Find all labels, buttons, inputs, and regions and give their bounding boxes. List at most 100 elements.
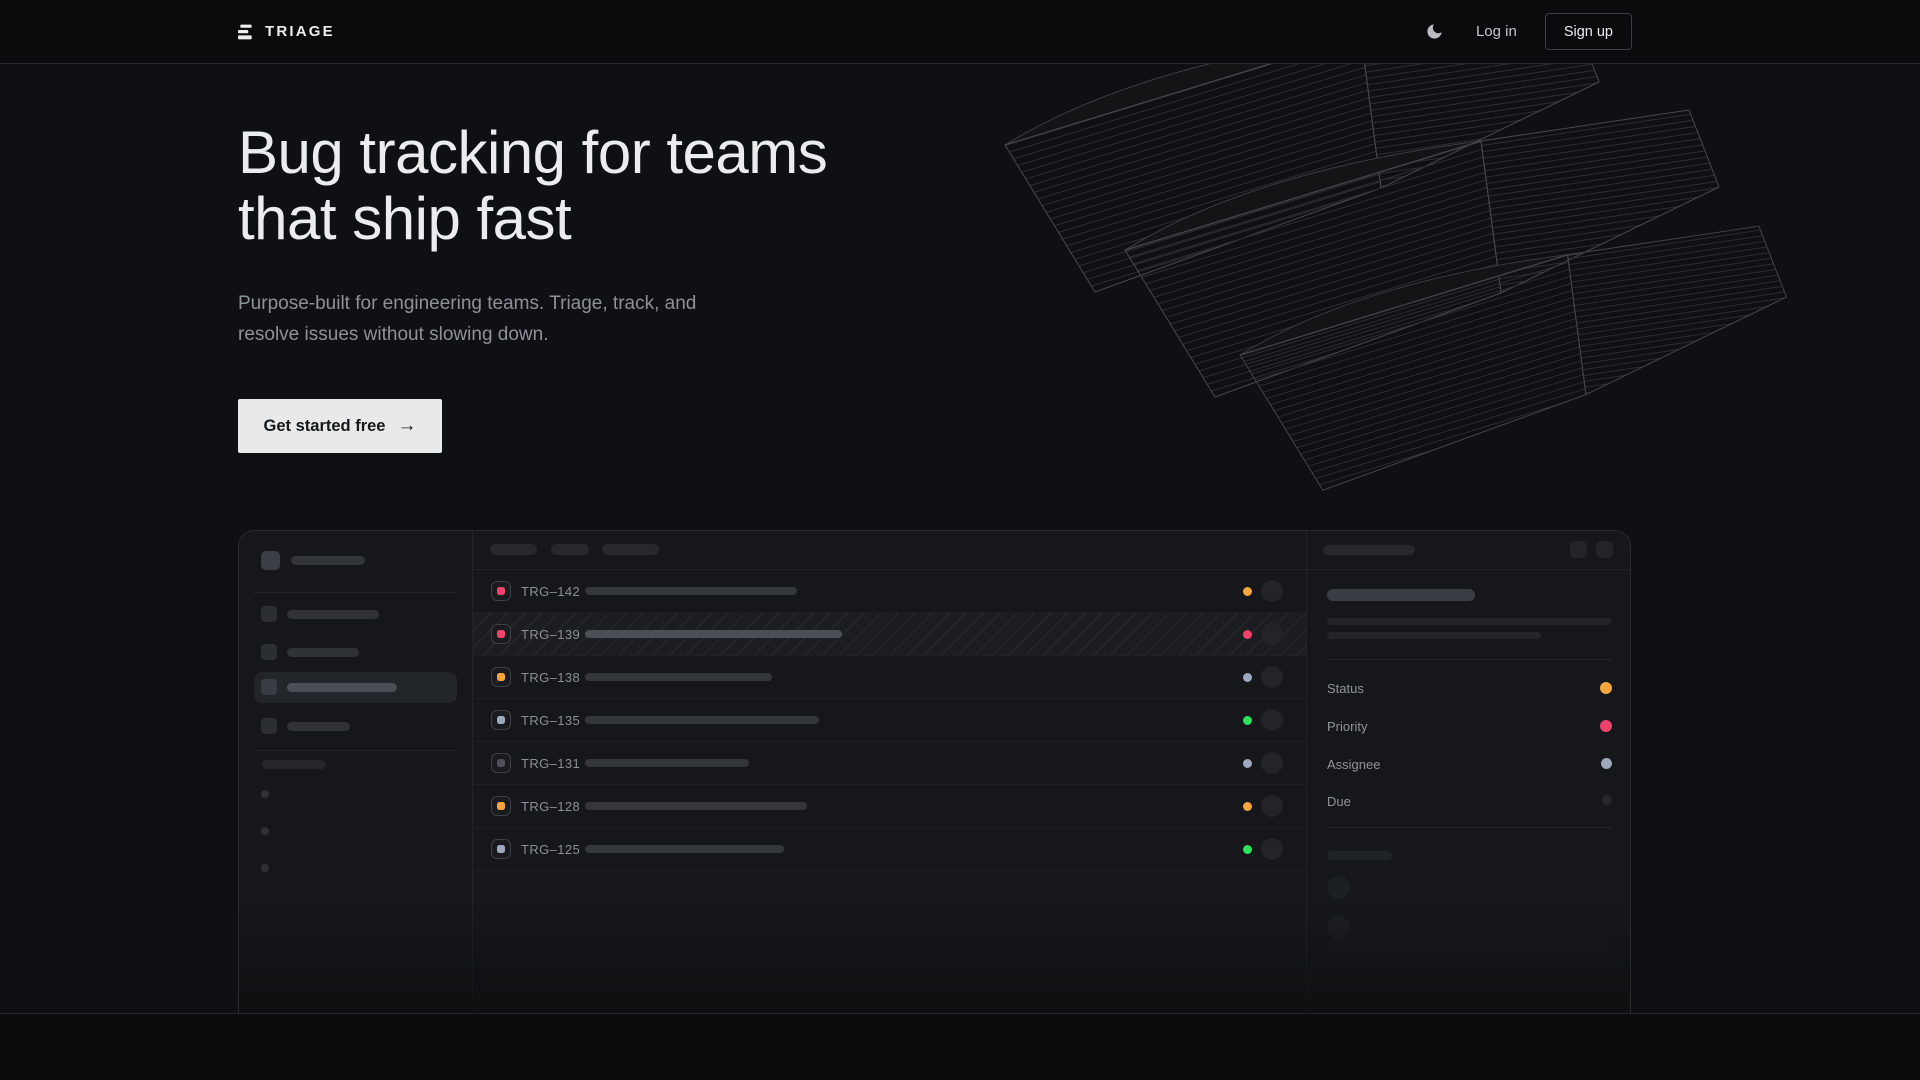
issue-list-header [473, 531, 1306, 570]
panel-divider [1327, 659, 1612, 660]
status-dot [1243, 586, 1252, 596]
sidebar-item-4[interactable] [239, 711, 472, 742]
priority-value-dot[interactable] [1600, 720, 1612, 732]
issue-row[interactable]: TRG–139 [473, 613, 1306, 656]
issue-id: TRG–135 [521, 713, 581, 728]
assignee-avatar [1261, 752, 1283, 774]
issue-id: TRG–125 [521, 842, 581, 857]
activity-avatar [1327, 876, 1350, 899]
issue-title-placeholder [1327, 589, 1475, 601]
assignee-avatar [1261, 838, 1283, 860]
sidebar-divider [254, 592, 456, 593]
app-mockup-card: TRG–142 TRG–139 TRG–138 TR [238, 530, 1631, 1013]
issue-title-placeholder [585, 759, 749, 767]
moon-icon [1427, 24, 1442, 39]
sidebar-divider [254, 750, 456, 751]
sidebar-item-3-icon [261, 679, 277, 695]
assignee-avatar [1261, 666, 1283, 688]
sidebar-item-4-label-placeholder [287, 722, 350, 731]
status-dot [1243, 629, 1252, 639]
sidebar-section-label-placeholder [262, 760, 326, 769]
list-tab-placeholder-2[interactable] [551, 544, 589, 555]
issue-list: TRG–142 TRG–139 TRG–138 TR [473, 531, 1307, 1013]
issue-id: TRG–142 [521, 584, 581, 599]
issue-type-badge [491, 624, 511, 644]
sidebar-bullet [261, 790, 269, 798]
sidebar-item-3-active[interactable] [254, 672, 457, 703]
panel-action-button-1[interactable] [1570, 541, 1587, 558]
status-value-dot[interactable] [1600, 682, 1612, 694]
status-dot [1243, 758, 1252, 768]
issue-row[interactable]: TRG–131 [473, 742, 1306, 785]
triage-bars-icon [238, 24, 252, 39]
sidebar-item-1[interactable] [239, 599, 472, 630]
issue-type-badge [491, 796, 511, 816]
issue-description-placeholder [1327, 618, 1612, 625]
issue-row[interactable]: TRG–142 [473, 570, 1306, 613]
assignee-avatar [1261, 709, 1283, 731]
issue-title-placeholder [585, 673, 772, 681]
issue-title-placeholder [585, 716, 819, 724]
issue-description-placeholder [1327, 632, 1541, 639]
issue-type-badge [491, 667, 511, 687]
hero-title: Bug tracking for teams that ship fast [238, 120, 828, 252]
issue-type-badge [491, 839, 511, 859]
brand-name: TRIAGE [265, 23, 335, 40]
assignee-avatar [1261, 795, 1283, 817]
top-nav: TRIAGE Log in Sign up [0, 0, 1920, 64]
detail-panel-header [1307, 531, 1630, 570]
login-link[interactable]: Log in [1475, 23, 1517, 40]
issue-title-placeholder [585, 845, 784, 853]
issue-type-badge [491, 710, 511, 730]
hero-title-line2: that ship fast [238, 185, 572, 252]
status-dot [1243, 715, 1252, 725]
mockup-sidebar [239, 531, 473, 1013]
sidebar-item-1-icon [261, 606, 277, 622]
sidebar-bullet [261, 864, 269, 872]
theme-toggle-button[interactable] [1421, 18, 1448, 45]
workspace-name-placeholder [291, 556, 365, 565]
hero-subtitle: Purpose-built for engineering teams. Tri… [238, 288, 696, 350]
issue-row[interactable]: TRG–128 [473, 785, 1306, 828]
issue-id: TRG–139 [521, 627, 581, 642]
signup-button[interactable]: Sign up [1544, 13, 1632, 50]
workspace-icon[interactable] [261, 551, 280, 570]
sidebar-item-4-icon [261, 718, 277, 734]
nav-actions: Log in Sign up [1421, 13, 1632, 50]
status-dot [1243, 801, 1252, 811]
panel-action-button-2[interactable] [1596, 541, 1613, 558]
status-dot [1243, 672, 1252, 682]
hero-subtitle-line1: Purpose-built for engineering teams. Tri… [238, 293, 697, 314]
issue-id: TRG–131 [521, 756, 581, 771]
issue-row[interactable]: TRG–138 [473, 656, 1306, 699]
assignee-avatar [1261, 623, 1283, 645]
assignee-value-dot[interactable] [1601, 758, 1612, 769]
list-tab-placeholder-3[interactable] [602, 544, 659, 555]
due-value-dot[interactable] [1602, 795, 1612, 805]
issue-row[interactable]: TRG–125 [473, 828, 1306, 871]
activity-line-placeholder [1327, 939, 1612, 947]
issue-row[interactable]: TRG–135 [473, 699, 1306, 742]
hero-subtitle-line2: resolve issues without slowing down. [238, 324, 549, 345]
status-dot [1243, 844, 1252, 854]
sidebar-bullet [261, 827, 269, 835]
footer-band [0, 1013, 1920, 1080]
panel-divider [1327, 827, 1612, 828]
issue-title-placeholder [585, 587, 797, 595]
issue-title-placeholder [585, 630, 842, 638]
brand-logo[interactable]: TRIAGE [238, 23, 335, 40]
field-label-assignee: Assignee [1327, 757, 1381, 772]
activity-section-label-placeholder [1327, 851, 1392, 860]
activity-avatar [1327, 916, 1350, 939]
issue-id: TRG–138 [521, 670, 581, 685]
get-started-label: Get started free [263, 416, 386, 435]
sidebar-item-2-label-placeholder [287, 648, 359, 657]
field-label-priority: Priority [1327, 719, 1368, 734]
issue-detail-panel: Status Priority Assignee Due [1307, 531, 1630, 1013]
sidebar-item-2[interactable] [239, 637, 472, 668]
list-tab-placeholder-1[interactable] [490, 544, 537, 555]
assignee-avatar [1261, 580, 1283, 602]
sidebar-item-2-icon [261, 644, 277, 660]
get-started-button[interactable]: Get started free → [238, 399, 442, 453]
